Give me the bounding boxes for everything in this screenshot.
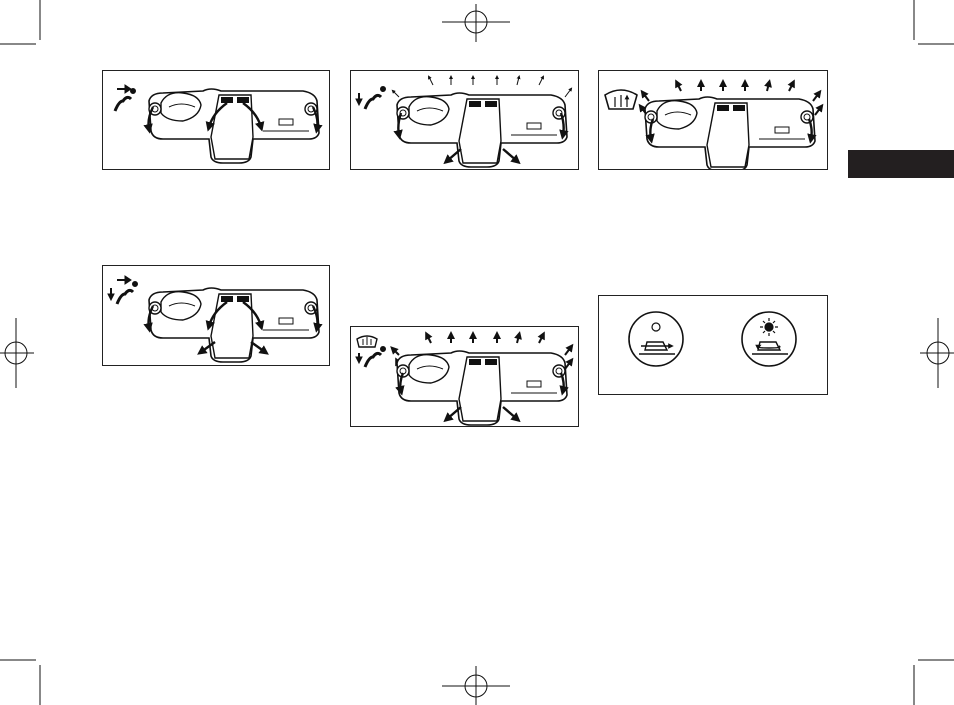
defrost-icon <box>605 90 637 109</box>
registration-target-right <box>920 318 954 388</box>
foot-vent-icon <box>356 87 386 110</box>
registration-target-bottom <box>442 666 510 705</box>
fresh-air-button <box>629 312 683 366</box>
figure-vent-mode-defrost <box>598 70 828 170</box>
recirculation-button <box>742 312 796 366</box>
figure-vent-mode-foot <box>350 70 579 170</box>
figure-vent-mode-face <box>102 70 330 170</box>
registration-target-left <box>0 318 34 388</box>
indicator-light-off-icon <box>652 323 660 331</box>
figure-vent-mode-foot-defrost <box>350 326 579 427</box>
face-vent-icon <box>115 85 136 111</box>
face-foot-vent-icon <box>108 276 138 304</box>
figure-vent-mode-face-foot <box>102 265 330 366</box>
section-tab <box>848 150 954 178</box>
figure-recirculation-buttons <box>598 295 828 395</box>
foot-defrost-icon <box>356 336 386 367</box>
registration-target-top <box>442 4 510 42</box>
